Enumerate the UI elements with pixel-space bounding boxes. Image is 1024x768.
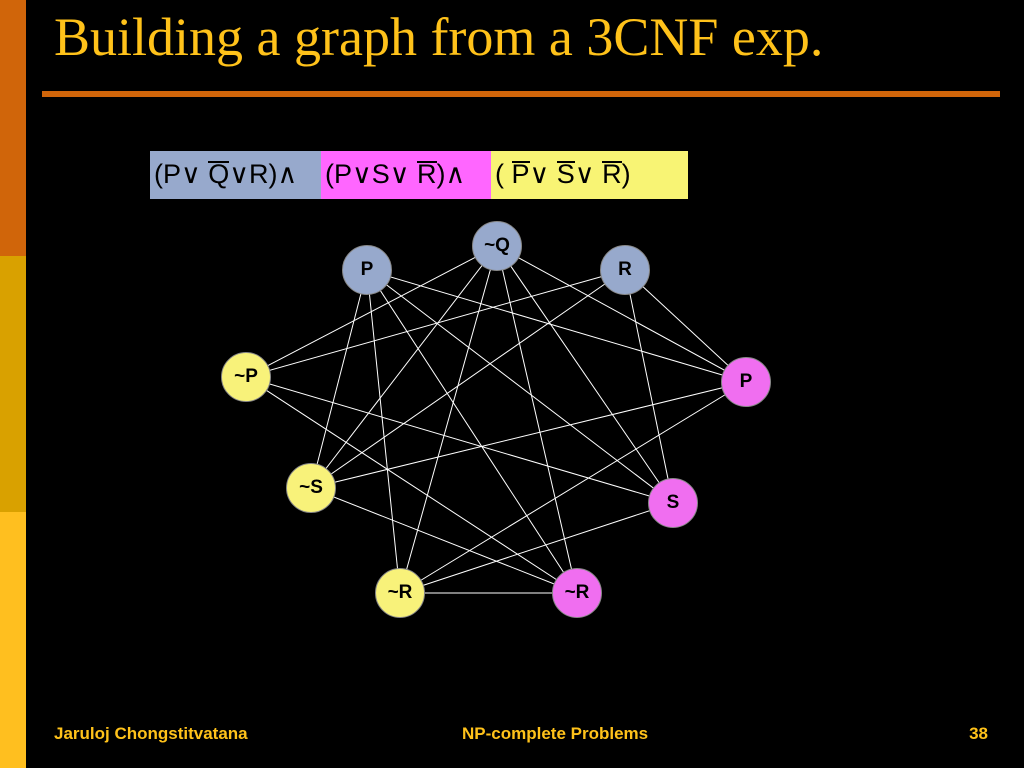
- clause-1: (P∨ Q∨R)∧: [150, 151, 321, 199]
- graph-node: P: [342, 245, 392, 295]
- graph-edge: [310, 487, 578, 594]
- clause-1-part: (P∨: [154, 159, 209, 189]
- negated-literal-q: Q: [208, 159, 230, 189]
- footer-author: Jaruloj Chongstitvatana: [54, 724, 248, 743]
- negated-literal-p: P: [511, 159, 530, 189]
- graph-edge: [310, 269, 626, 489]
- graph-node: ~S: [286, 463, 336, 513]
- clause-3-part: ): [621, 159, 631, 189]
- clause-1-part: ∨R)∧: [229, 159, 298, 189]
- negated-literal-s: S: [556, 159, 575, 189]
- sidebar-stripe-top: [0, 0, 26, 256]
- clause-2-part: )∧: [436, 159, 466, 189]
- graph-edge: [496, 245, 747, 383]
- clause-3-part: ∨: [574, 159, 603, 189]
- graph-edge: [245, 245, 498, 378]
- negated-literal-r: R: [417, 159, 437, 189]
- graph-node: S: [648, 478, 698, 528]
- graph-edge: [310, 245, 498, 489]
- sidebar-stripe-middle: [0, 256, 26, 512]
- graph-edge: [366, 269, 747, 383]
- cnf-formula: (P∨ Q∨R)∧ (P∨S∨ R)∧ ( P∨ S∨ R): [150, 151, 688, 199]
- graph-edge: [496, 245, 674, 504]
- clause-3: ( P∨ S∨ R): [491, 151, 688, 199]
- graph-node: ~R: [375, 568, 425, 618]
- graph-node: P: [721, 357, 771, 407]
- graph-edge: [399, 245, 498, 594]
- title-divider: [42, 91, 1000, 97]
- graph-edge: [245, 269, 626, 378]
- clause-2-part: (P∨S∨: [325, 159, 418, 189]
- graph-edge: [366, 269, 674, 504]
- page-number: 38: [969, 724, 988, 743]
- graph-edge: [245, 376, 674, 504]
- graph-node: ~Q: [472, 221, 522, 271]
- graph-edge: [310, 381, 747, 489]
- slide-title: Building a graph from a 3CNF exp.: [54, 7, 824, 67]
- graph-edge: [310, 269, 368, 489]
- clause-3-part: (: [495, 159, 512, 189]
- graph-node: R: [600, 245, 650, 295]
- graph-edge: [624, 269, 674, 504]
- clause-3-part: ∨: [529, 159, 557, 189]
- graph-edge: [496, 245, 578, 594]
- negated-literal-r: R: [602, 159, 622, 189]
- sidebar-stripe-bottom: [0, 512, 26, 768]
- graph-node: ~P: [221, 352, 271, 402]
- graph-edge: [245, 376, 578, 594]
- graph-edge: [366, 269, 578, 594]
- graph-edge: [366, 269, 401, 594]
- graph-node: ~R: [552, 568, 602, 618]
- footer-topic: NP-complete Problems: [462, 724, 649, 743]
- graph-edge: [399, 502, 674, 594]
- graph-edge: [624, 269, 747, 383]
- graph-edge: [399, 381, 747, 594]
- clause-2: (P∨S∨ R)∧: [321, 151, 491, 199]
